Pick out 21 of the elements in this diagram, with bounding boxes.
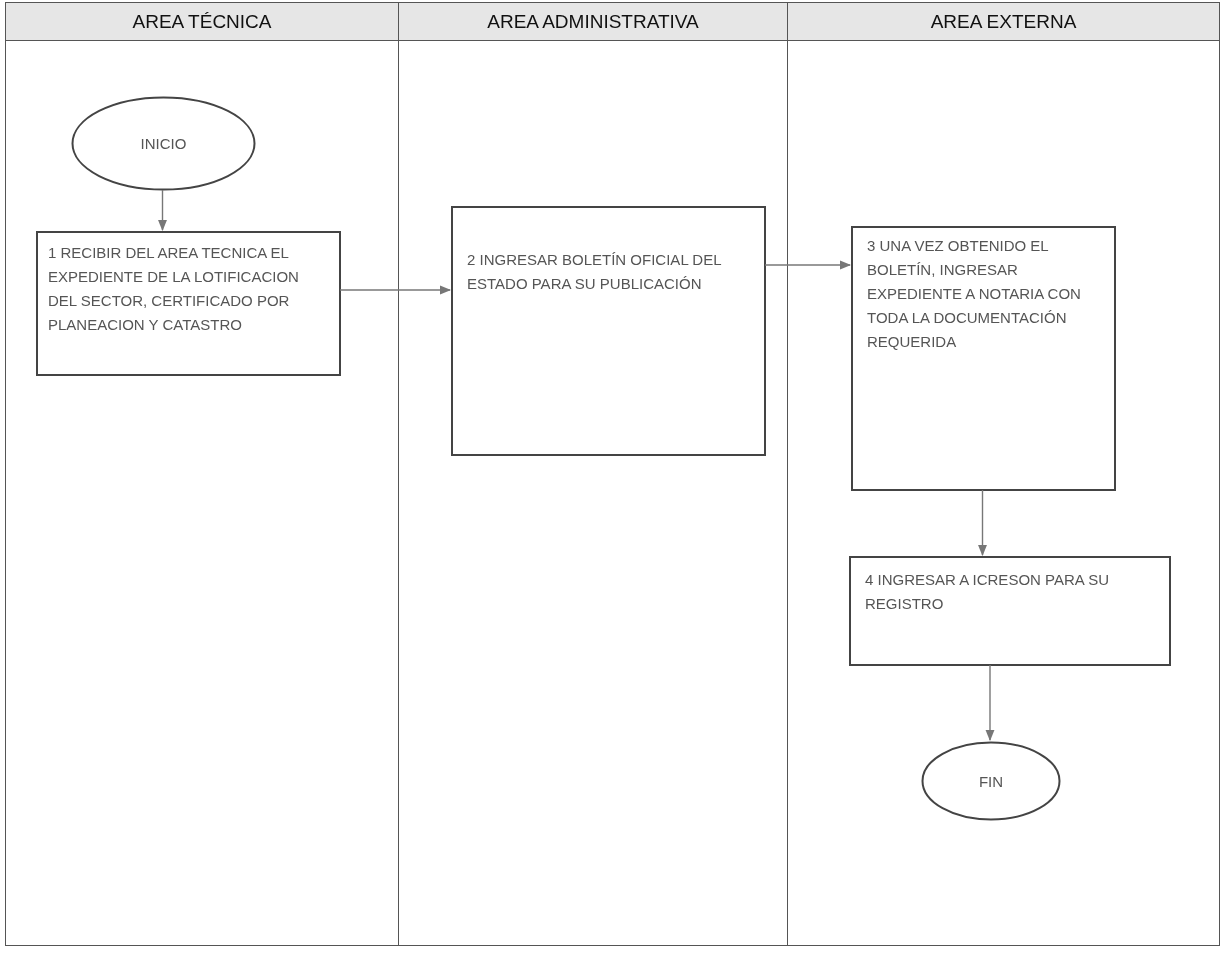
lane-header: AREA TÉCNICA bbox=[6, 3, 398, 41]
swimlane bbox=[5, 2, 399, 946]
terminal-label: INICIO bbox=[140, 135, 187, 152]
arrow bbox=[158, 189, 167, 232]
process-text: 3 UNA VEZ OBTENIDO EL BOLETÍN, INGRESAR EXPEDIENTE A NOTARIA CON TODA LA DOCUMENTACIÓN REQUERIDA bbox=[867, 236, 1082, 352]
process-box bbox=[849, 556, 1171, 666]
process-box bbox=[851, 226, 1116, 491]
process-box bbox=[451, 206, 766, 456]
lane-header: AREA EXTERNA bbox=[788, 3, 1219, 41]
process-text: 4 INGRESAR A ICRESON PARA SU REGISTRO bbox=[865, 570, 1110, 614]
terminal-label: FIN bbox=[978, 772, 1004, 790]
process-text: 1 RECIBIR DEL AREA TECNICA EL EXPEDIENTE DE LA LOTIFICACION DEL SECTOR, CERTIFICADO POR PLANEACION Y CATASTRO bbox=[48, 243, 300, 335]
process-text: 2 INGRESAR BOLETÍN OFICIAL DEL ESTADO PARA SU PUBLICACIÓN bbox=[467, 250, 722, 294]
arrow bbox=[764, 260, 852, 270]
arrow bbox=[978, 489, 987, 557]
process-box bbox=[36, 231, 341, 376]
arrow bbox=[339, 285, 452, 295]
lane-header: AREA ADMINISTRATIVA bbox=[399, 3, 787, 41]
swimlane bbox=[787, 2, 1220, 946]
arrow bbox=[985, 664, 995, 742]
swimlane bbox=[398, 2, 788, 946]
